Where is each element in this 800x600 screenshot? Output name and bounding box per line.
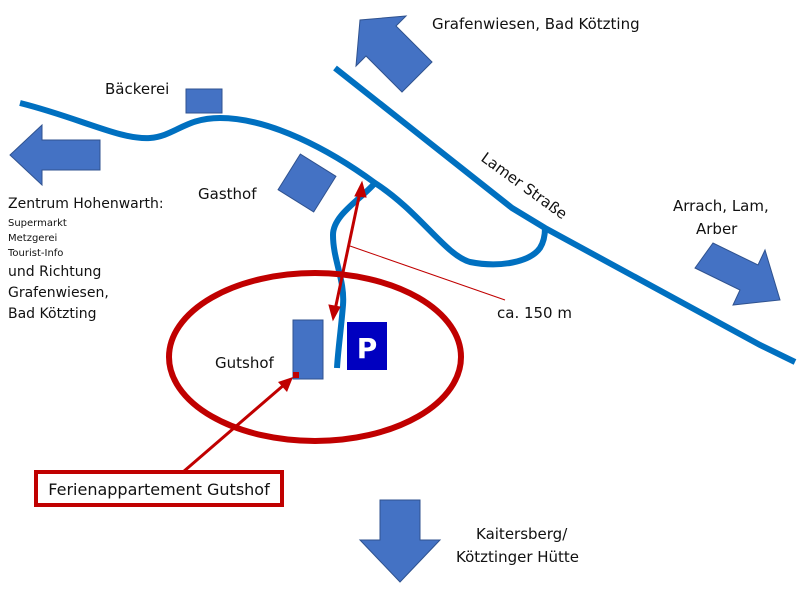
gasthof-label: Gasthof [198, 185, 257, 203]
west-item: Metzgerei [8, 233, 57, 244]
baeckerei-label: Bäckerei [105, 80, 169, 98]
gutshof-building [292, 319, 324, 380]
distance-double-arrow [328, 180, 367, 322]
west-more-line: Bad Kötzting [8, 306, 97, 322]
gutshof-label: Gutshof [215, 354, 275, 372]
west-item: Tourist-Info [7, 248, 63, 259]
west-item: Supermarkt [8, 218, 67, 229]
apartment-pointer-arrow [182, 377, 293, 474]
access-road [329, 180, 378, 369]
distance-leader-line [349, 245, 506, 301]
gasthof-building [277, 153, 337, 213]
parking-label: P [357, 332, 378, 365]
apartment-label: Ferienappartement Gutshof [48, 480, 270, 499]
direction-south-line2: Kötztinger Hütte [456, 548, 579, 566]
arrow-west-icon [9, 123, 101, 187]
west-title: Zentrum Hohenwarth: [8, 196, 164, 212]
main-road [19, 100, 548, 268]
direction-north-label: Grafenwiesen, Bad Kötzting [432, 15, 640, 33]
apartment-marker [293, 372, 299, 378]
distance-label: ca. 150 m [497, 304, 572, 322]
arrow-southeast-icon [694, 242, 781, 306]
direction-east-line1: Arrach, Lam, [673, 197, 769, 215]
arrow-south-icon [358, 499, 442, 583]
parking-sign [347, 322, 387, 370]
gutshof-area-ellipse [166, 270, 464, 444]
direction-south-line1: Kaitersberg/ [476, 525, 568, 543]
arrow-northwest-icon [355, 15, 433, 93]
direction-east-line2: Arber [696, 220, 738, 238]
baeckerei-building [185, 88, 223, 114]
west-more-line: Grafenwiesen, [8, 285, 109, 301]
west-more-line: und Richtung [8, 264, 101, 280]
apartment-label-box [34, 470, 284, 507]
